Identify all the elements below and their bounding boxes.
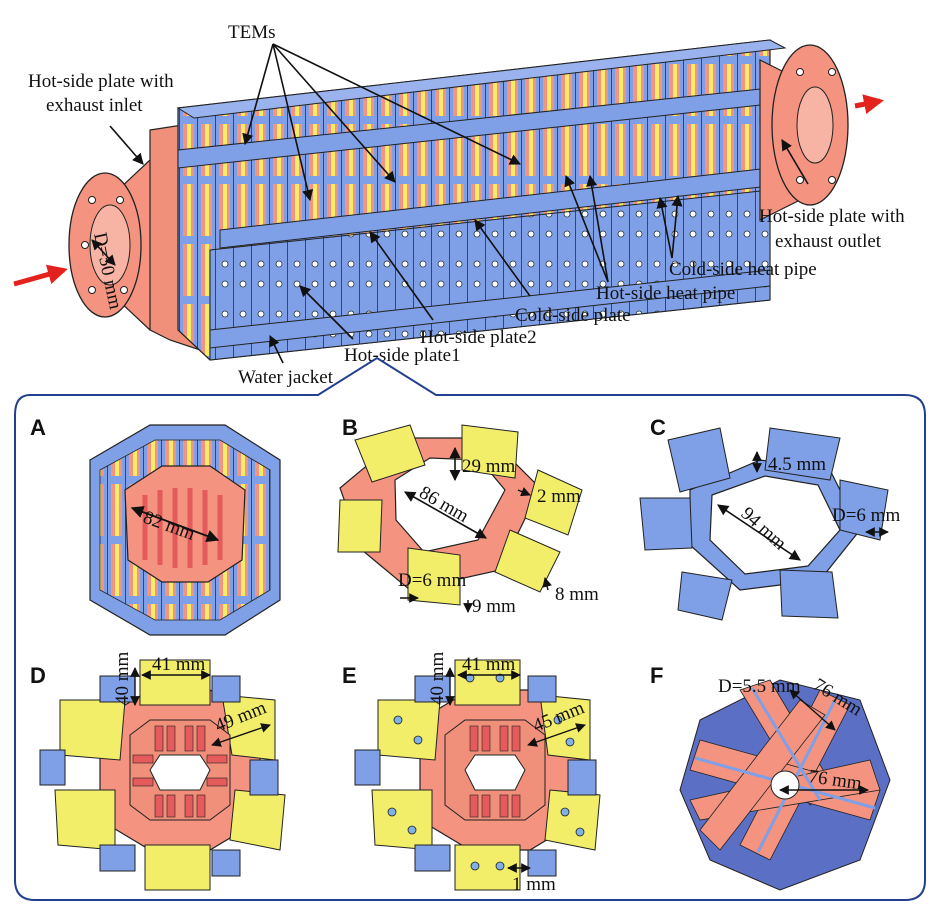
inlet-diameter-arrow	[91, 239, 116, 266]
panel-a: A 82 mm	[30, 415, 281, 636]
panel-d-dim-40: 40 mm	[112, 651, 133, 705]
panel-c: C 4.5 mm 94 mm D=6 mm	[639, 415, 900, 621]
panel-e-letter: E	[342, 663, 357, 688]
exhaust-out-arrow	[854, 94, 884, 114]
label-hot-outlet-1: Hot-side plate with	[759, 206, 905, 227]
label-hot-inlet-1: Hot-side plate with	[28, 71, 174, 92]
leader-lines	[109, 43, 809, 364]
panel-d-letter: D	[30, 663, 46, 688]
outlet-flange	[759, 44, 849, 221]
panel-e-dim-1: 1 mm	[512, 874, 556, 895]
callout-frame	[14, 356, 926, 901]
panel-f-letter: F	[650, 663, 663, 688]
panel-b-dim-d6: D=6 mm	[398, 570, 466, 591]
label-cold-side-plate: Cold-side plate	[515, 305, 631, 326]
exhaust-in-arrow	[13, 264, 68, 287]
panel-b-dim-29: 29 mm	[462, 456, 516, 477]
panel-c-dim-45: 4.5 mm	[768, 454, 826, 475]
panel-b-dim-8: 8 mm	[555, 584, 599, 605]
label-hot-side-plate2: Hot-side plate2	[420, 327, 537, 348]
label-water-jacket: Water jacket	[238, 367, 334, 388]
label-tems: TEMs	[228, 22, 276, 43]
panel-e-dim-40: 40 mm	[427, 651, 448, 705]
panel-c-letter: C	[650, 415, 666, 440]
panel-b: B 29 mm 86 mm 2 mm D=6 mm 9 mm 8 mm	[337, 415, 599, 617]
panel-b-dim-9: 9 mm	[472, 596, 516, 617]
panel-d-dim-41: 41 mm	[152, 654, 206, 675]
panel-f-dim-d55: D=5.5 mm	[718, 676, 801, 697]
panel-f: F D=5.5 mm 76 mm 76 mm	[650, 663, 891, 891]
label-cold-heat-pipe: Cold-side heat pipe	[669, 259, 817, 280]
panel-a-letter: A	[30, 415, 46, 440]
panel-b-letter: B	[342, 415, 358, 440]
panel-e-dim-41: 41 mm	[462, 654, 516, 675]
panel-d: D 40 mm 41 mm 49 mm	[30, 651, 286, 891]
panel-b-dim-2: 2 mm	[537, 486, 581, 507]
thermoelectric-generator-assembly: TEMs Hot-side plate with exhaust inlet D…	[13, 22, 905, 388]
label-hot-outlet-2: exhaust outlet	[775, 231, 882, 252]
label-hot-inlet-2: exhaust inlet	[46, 95, 143, 116]
tem-module-stack	[176, 39, 787, 361]
panel-c-dim-d6: D=6 mm	[832, 505, 900, 526]
label-hot-side-plate1: Hot-side plate1	[344, 345, 461, 366]
label-hot-heat-pipe: Hot-side heat pipe	[596, 283, 735, 304]
panel-e: E 40 mm	[342, 651, 601, 895]
